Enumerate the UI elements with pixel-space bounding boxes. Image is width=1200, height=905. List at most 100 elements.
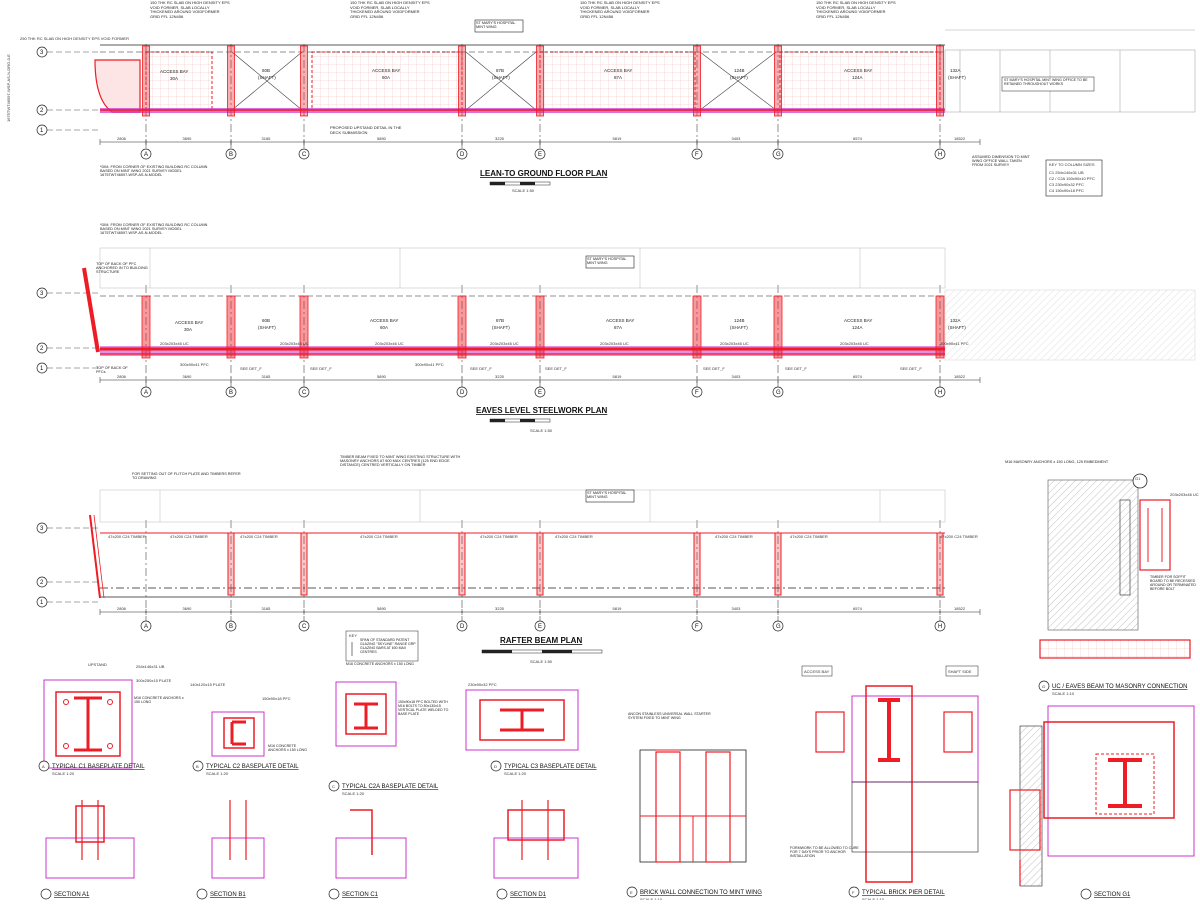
hospital-wing-label: ST MARY'S HOSPITAL MINT WING [587,491,627,499]
bay-label: 60B [262,318,270,323]
row-label: 2 [40,346,44,352]
beam-label: 203x203x46 UC [600,341,629,346]
detail-g-uc-eaves [1009,705,1195,887]
plate-label: 300x250x15 PLATE [136,678,172,683]
beam-label: 300x90x41 PFC [415,362,444,367]
see-detail: SEE DET_F [703,366,725,371]
pfc-note: 150x90x18 PFC BOLTED WITH M16 BOLTS TO 8… [398,700,449,716]
timber-label: 47x200 C24 TIMBER [940,534,978,539]
dimension-label: 3690 [183,374,193,379]
detail-mark: D [494,764,497,769]
bay-label: ACCESS BAY [175,320,203,325]
dimension-label: 18522 [954,136,966,141]
callout-slab: 150 THK RC SLAB ON HIGH DENSITY EPS VOID… [816,1,896,19]
row-label: 3 [40,526,44,532]
anchor-note: M16 CONCRETE ANCHORS x 150 LONG [134,696,184,704]
grid-bubble [534,386,546,398]
dimension-label: 3690 [183,606,193,611]
beam-label: 300x90x41 PFC [180,362,209,367]
steel-column [935,295,945,359]
rafter-beam [458,532,466,596]
grid-label: B [229,390,233,396]
detail-g1-elevation: G1 M16 MASONRY ANCHORS x 150 LONG, 125 E… [1005,460,1199,659]
column-key-row: C2 / C2A 150x90x10 PFC [1049,176,1095,181]
grid-bubble [691,620,703,632]
detail-marker [192,760,204,772]
section-marker [40,888,52,900]
beam-label: 203x203x46 UC [840,341,869,346]
grid-bubble [298,148,310,160]
bay-rect [145,51,213,111]
dimension-label: 18522 [954,606,966,611]
steel-column [773,295,783,359]
detail-f-brick-pier: ACCESS BAY SHAFT SIDE FORMWORK TO BE ALL… [790,665,979,883]
grid-label: H [938,390,942,396]
detail-mark: B [196,764,199,769]
dimension-label: 2806 [117,606,127,611]
masonry-anchor-note: M16 MASONRY ANCHORS x 150 LONG, 125 EMBE… [1005,460,1109,464]
beam-label: 300x90x41 PFC [940,341,969,346]
rafter-raking-member [89,514,101,599]
detail-a-baseplate: UPSTAND 254x146x31 UB 300x250x15 PLATE M… [43,662,184,769]
grid-bubble [140,620,152,632]
drawing-reference: 1675TWT46597-WSP-AS-N-DRG-0-E [6,54,11,122]
grid-label: G [776,624,781,630]
note-pfc2: TOP OF BACK OF PFCs [96,366,128,374]
beam-label: 203x203x46 UC [490,341,519,346]
bay-code: (SHAFT) [730,325,748,330]
grid-bubble [772,620,784,632]
detail-scale: SCALE 1:20 [342,791,365,796]
hospital-office-label: ST MARY'S HOSPITAL MINT WING OFFICE TO B… [1004,78,1088,86]
grid-bubble [772,148,784,160]
steel-column [536,45,544,117]
steel-column [693,45,701,117]
bay-code: 60A [382,75,390,80]
see-detail: SEE DET_F [785,366,807,371]
bay-code: 124A [852,325,863,330]
see-detail: SEE DET_F [470,366,492,371]
pfc-label: 230x90x32 PFC [468,682,497,687]
steel-column [774,45,782,117]
section-title: SECTION A1 [54,892,90,898]
rafter-beam [536,532,544,596]
bay-code: (SHAFT) [730,75,748,80]
bay-label: 124B [734,68,745,73]
steel-column [936,45,944,117]
dimension-label: 2806 [117,374,127,379]
column-key-row: C4 150x90x18 PFC [1049,188,1084,193]
steel-column [299,295,309,359]
bay-label: ACCESS BAY [606,318,634,323]
grid-label: F [695,152,699,158]
grid-bubble [534,148,546,160]
scale-bar [481,649,603,654]
grid-label: D [460,152,465,158]
bay-label: 132A [950,318,961,323]
grid-bubble [456,620,468,632]
grid-label: C [302,390,307,396]
timber-label: 47x200 C24 TIMBER [170,534,208,539]
detail-b-baseplate: 140x120x15 PLATE 150x90x18 PFC M16 CONCR… [190,682,307,757]
steel-column [458,45,466,117]
grid-label: A [144,152,148,158]
grid-label: C [302,624,307,630]
grid-label: H [938,152,942,158]
grid-bubble [298,386,310,398]
rafter-key: KEY SPAN OF STANDARD PATENT GLAZING "SKY… [345,630,419,662]
bay-rect [311,51,463,111]
detail-title: TYPICAL C3 BASEPLATE DETAIL [504,764,597,770]
dimension-label: 5890 [377,606,387,611]
hospital-wing-label: ST MARY'S HOSPITAL MINT WING [476,21,516,29]
dimension-label: 3165 [262,136,272,141]
see-detail: SEE DET_F [900,366,922,371]
beam-label: 203x203x46 UC [375,341,404,346]
dimension-label: 6574 [853,136,863,141]
bay-code: 30A [184,327,192,332]
plan-title: RAFTER BEAM PLAN [500,636,582,645]
detail-title: TYPICAL C1 BASEPLATE DETAIL [52,764,145,770]
upstand-label: UPSTAND [88,662,107,667]
beam-label: 203x203x46 UC [160,341,189,346]
detail-d-baseplate: 230x90x32 PFC [465,682,579,751]
beam-label: 203x203x46 UC [280,341,309,346]
grid-label: E [538,390,542,396]
